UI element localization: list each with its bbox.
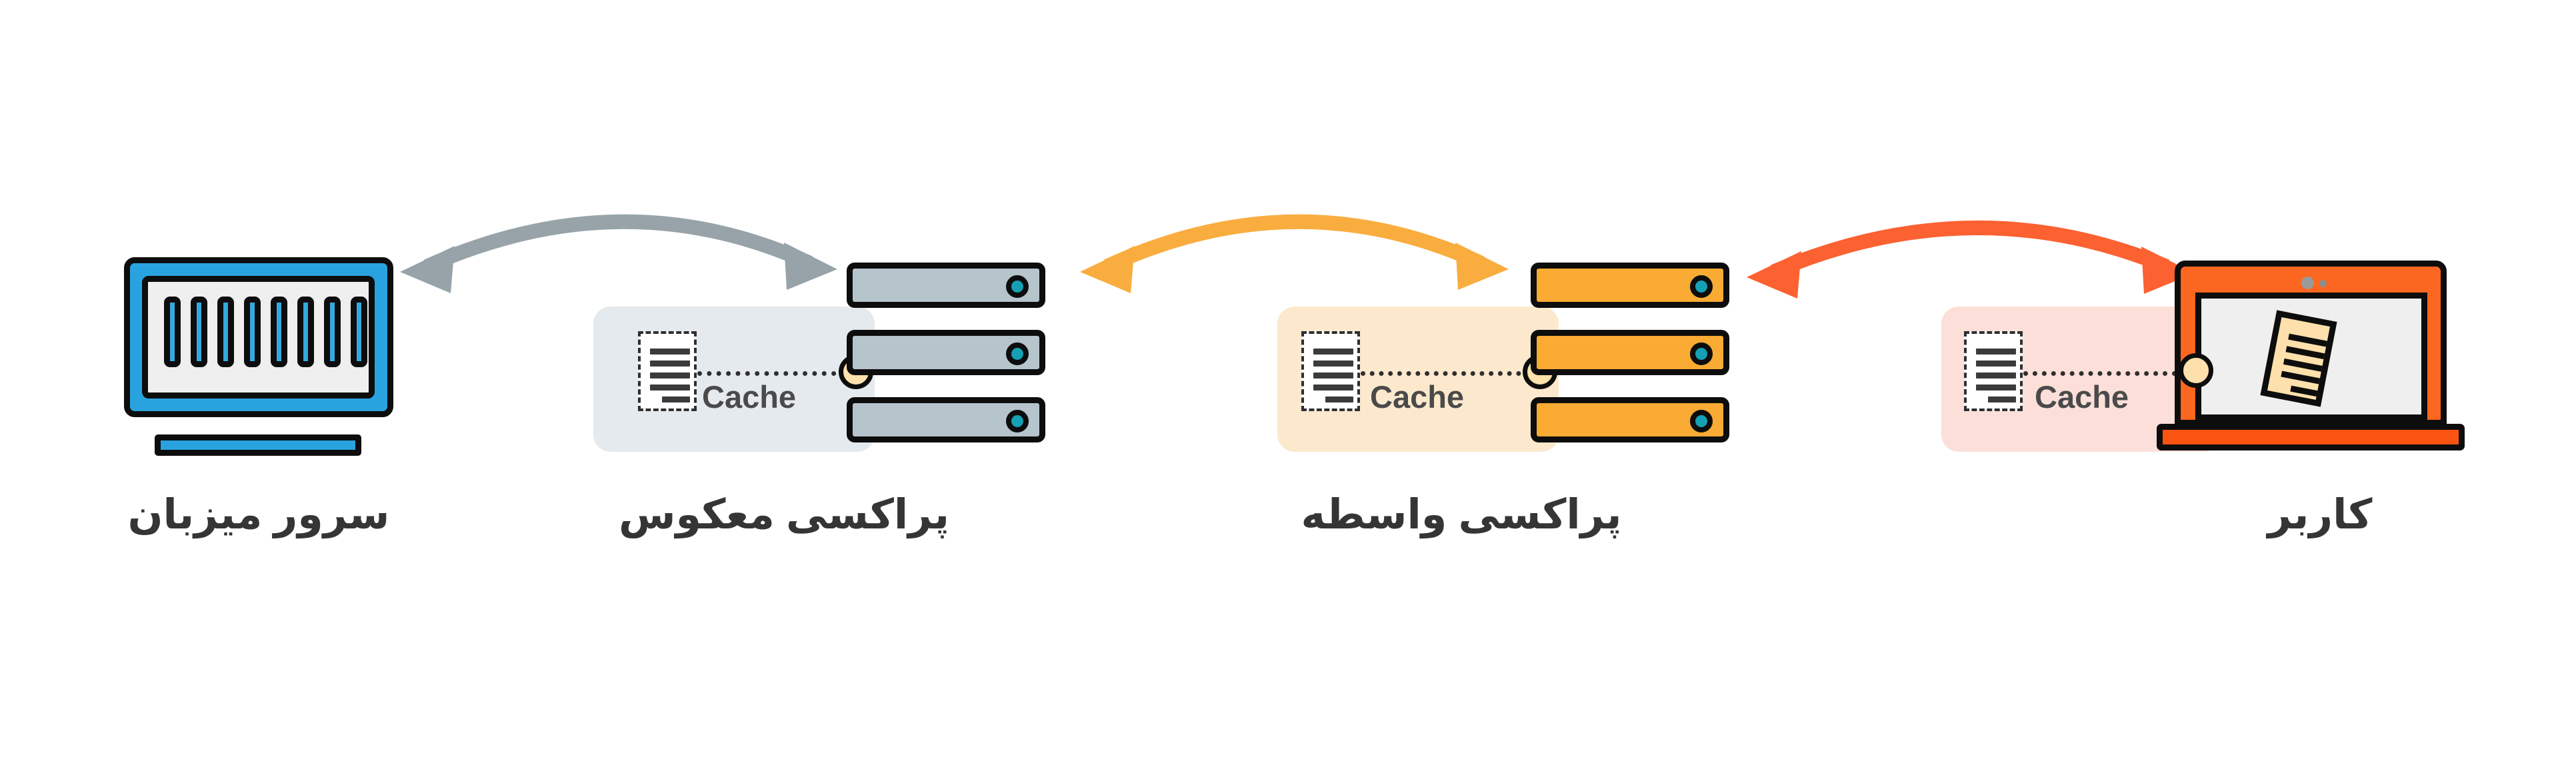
caption-reverse-proxy: پراکسی معکوس: [618, 492, 950, 538]
laptop-camera-dot-icon: [2319, 280, 2327, 287]
caption-user: کاربر: [2267, 492, 2373, 538]
cache-connector-line: [1361, 371, 1539, 376]
cache-document-icon: [1301, 331, 1360, 411]
rack-unit[interactable]: [847, 330, 1045, 375]
rack-unit[interactable]: [1531, 397, 1729, 442]
rack-unit[interactable]: [847, 397, 1045, 442]
laptop-camera-icon: [2301, 277, 2314, 289]
rack-unit[interactable]: [1531, 330, 1729, 375]
cache-connector-line: [2023, 371, 2195, 376]
conn-forward-user: [1747, 220, 2195, 299]
rack-status-led: [1006, 275, 1029, 298]
cache-connector-dot: [2179, 353, 2213, 388]
rack-status-led: [1006, 410, 1029, 432]
rack-unit[interactable]: [847, 263, 1045, 308]
caption-forward-proxy: پراکسی واسطه: [1301, 492, 1622, 538]
conn-host-reverse: [400, 214, 837, 293]
cache-label-reverse-proxy: Cache: [702, 379, 797, 414]
cache-document-icon: [1964, 331, 2023, 411]
rack-status-led: [1690, 343, 1713, 365]
conn-reverse-forward: [1080, 214, 1509, 293]
cache-label-forward-proxy: Cache: [1370, 379, 1465, 414]
container-server-base: [155, 434, 361, 456]
cache-document-icon: [638, 331, 697, 411]
rack-status-led: [1006, 343, 1029, 365]
container-server-icon: [124, 257, 393, 417]
cache-label-user: Cache: [2035, 379, 2129, 414]
rack-unit[interactable]: [1531, 263, 1729, 308]
rack-status-led: [1690, 275, 1713, 298]
cache-connector-line: [697, 371, 855, 376]
rack-status-led: [1690, 410, 1713, 432]
document-on-screen-icon: [2260, 310, 2337, 407]
laptop-screen: [2195, 293, 2427, 420]
caption-host-server: سرور میزبان: [127, 492, 390, 538]
laptop-base: [2157, 424, 2465, 450]
